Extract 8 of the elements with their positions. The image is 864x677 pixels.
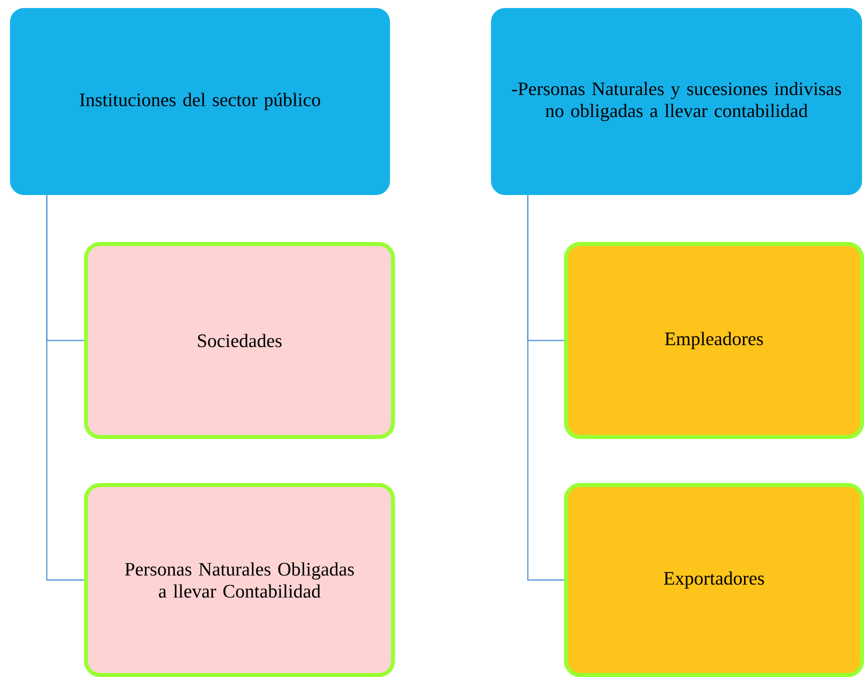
item-box: Sociedades <box>84 242 395 439</box>
connector-line <box>46 195 84 581</box>
item-box: Empleadores <box>564 242 864 439</box>
connector-line <box>527 195 564 581</box>
category-box: -Personas Naturales y sucesiones indivisas no obligadas a llevar contabilidad <box>491 8 862 195</box>
category-box: Instituciones del sector público <box>10 8 390 195</box>
item-box: Personas Naturales Obligadas a llevar Contabilidad <box>84 483 395 677</box>
item-box: Exportadores <box>564 483 864 677</box>
